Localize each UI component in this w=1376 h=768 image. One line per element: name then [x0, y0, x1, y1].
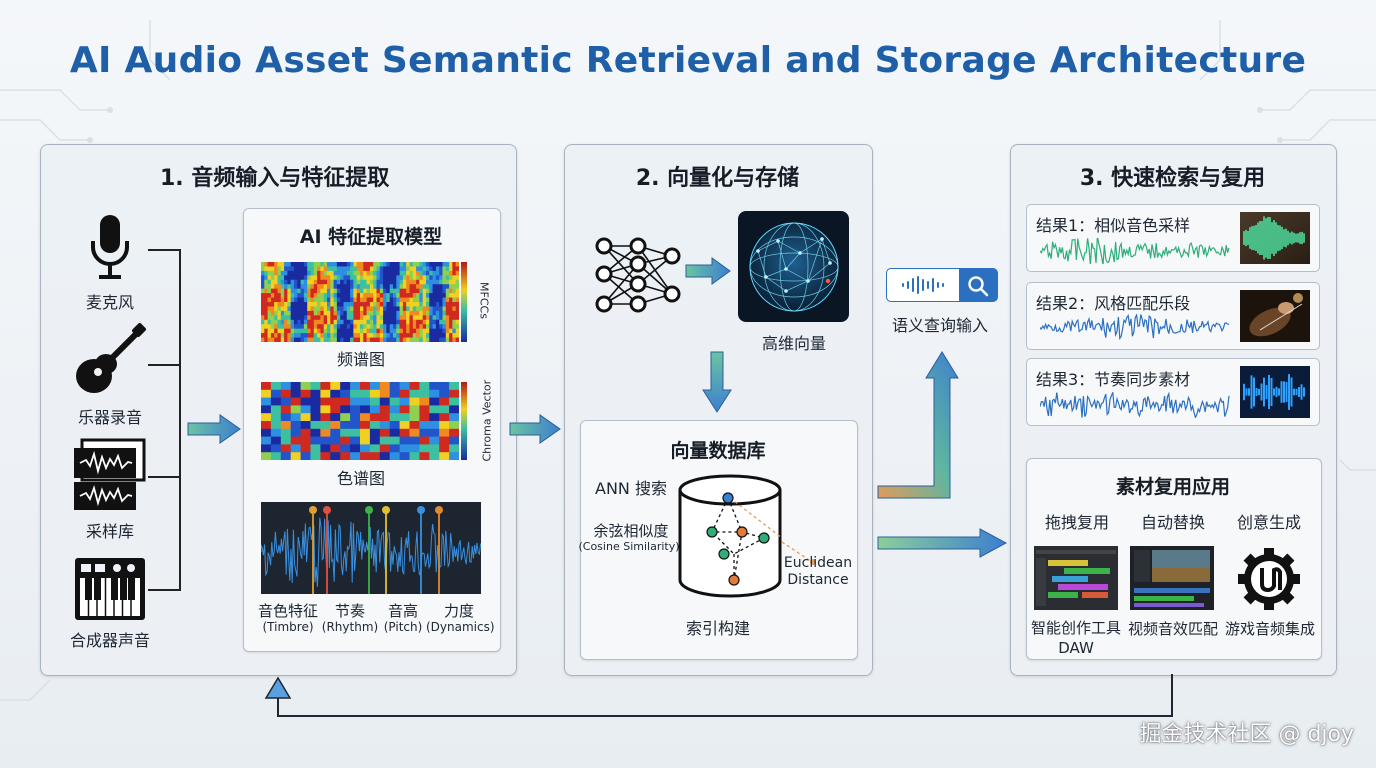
reuse-title: 素材复用应用: [1115, 476, 1230, 498]
stage1-title: 1. 音频输入与特征提取: [160, 166, 390, 191]
source-label-sample-library: 采样库: [85, 522, 134, 541]
search-icon: [968, 276, 989, 297]
feature-dynamics: 力度: [443, 602, 474, 620]
arrow-db-to-reuse: [877, 528, 1008, 558]
result-2-thumbnail: [1240, 290, 1310, 342]
daw-screenshot-icon: [1034, 546, 1118, 610]
synthesizer-icon: [73, 556, 147, 622]
mfcc-colorbar: [461, 262, 467, 342]
result-1-waveform: [1040, 238, 1230, 264]
arrow-db-to-query: [877, 351, 959, 499]
chroma-chart: [261, 382, 459, 460]
feature-pitch: 音高: [387, 602, 418, 620]
watermark: 掘金技术社区 @ djoy: [1139, 722, 1354, 747]
vector-sphere-icon: [738, 211, 849, 322]
microphone-icon: [85, 213, 135, 285]
arrow-nn-to-vector: [685, 257, 731, 285]
action-auto-replace[interactable]: 自动替换: [1140, 513, 1205, 532]
cosine-label: 余弦相似度: [593, 522, 669, 540]
stage3-title: 3. 快速检索与复用: [1079, 166, 1266, 191]
spectrogram-label: 频谱图: [336, 350, 385, 369]
ann-search-label: ANN 搜索: [595, 479, 667, 498]
feature-rhythm-en: (Rhythm): [321, 620, 379, 634]
search-button[interactable]: [959, 269, 997, 301]
voice-wave-icon: [902, 276, 944, 294]
chroma-colorbar: [461, 382, 467, 460]
ai-model-title: AI 特征提取模型: [299, 226, 443, 248]
vector-db-title: 向量数据库: [670, 440, 766, 462]
app-daw-label: 智能创作工具 DAW: [1030, 619, 1121, 657]
app-video-label: 视频音效匹配: [1127, 620, 1218, 638]
feedback-loop-arrow: [264, 674, 1173, 717]
result-2-label: 结果2：风格匹配乐段: [1036, 294, 1191, 313]
source-label-microphone: 麦克风: [85, 293, 134, 312]
chroma-axis-label: Chroma Vector: [480, 379, 494, 462]
feature-pitch-en: (Pitch): [383, 620, 423, 634]
arrow-sources-to-model: [187, 414, 241, 444]
action-creative-generate[interactable]: 创意生成: [1236, 513, 1301, 532]
euclidean-distance-marker: [781, 541, 816, 565]
mfcc-spectrogram: [261, 262, 459, 342]
neural-network-icon: [595, 237, 681, 313]
source-label-guitar: 乐器录音: [77, 408, 142, 427]
result-2-waveform: [1040, 314, 1230, 340]
arrow-model-to-vector: [509, 414, 561, 444]
feature-waveform: [261, 502, 481, 594]
result-1-thumbnail: [1240, 212, 1310, 264]
source-label-synthesizer: 合成器声音: [69, 631, 150, 650]
feature-timbre: 音色特征: [257, 602, 318, 620]
video-editor-icon: [1130, 546, 1214, 610]
guitar-icon: [72, 322, 148, 398]
stage2-title: 2. 向量化与存储: [635, 166, 800, 191]
feature-rhythm: 节奏: [334, 602, 365, 620]
arrow-vector-to-db: [702, 351, 732, 413]
page-title: AI Audio Asset Semantic Retrieval and St…: [69, 40, 1307, 81]
index-build-label: 索引构建: [685, 619, 750, 638]
result-3-waveform: [1040, 392, 1230, 418]
sample-library-icon: [72, 438, 148, 512]
sources-bracket: [148, 249, 181, 591]
result-3-label: 结果3：节奏同步素材: [1036, 370, 1191, 389]
app-game-label: 游戏音频集成: [1224, 620, 1315, 638]
result-1-label: 结果1：相似音色采样: [1036, 216, 1191, 235]
database-cylinder-icon: [678, 474, 782, 598]
cosine-label-en: (Cosine Similarity): [578, 540, 680, 553]
semantic-query-input[interactable]: [886, 268, 998, 302]
unreal-engine-gear-icon: [1238, 548, 1300, 610]
feature-timbre-en: (Timbre): [262, 620, 314, 634]
chroma-label: 色谱图: [336, 469, 385, 488]
mfcc-axis-label: MFCCs: [477, 282, 491, 319]
euclidean-label: Euclidean Distance: [783, 555, 853, 588]
semantic-query-label: 语义查询输入: [891, 316, 988, 335]
vector-label: 高维向量: [761, 334, 826, 353]
action-drag-reuse[interactable]: 拖拽复用: [1044, 513, 1109, 532]
result-3-thumbnail: [1240, 366, 1310, 418]
feature-dynamics-en: (Dynamics): [426, 620, 495, 634]
